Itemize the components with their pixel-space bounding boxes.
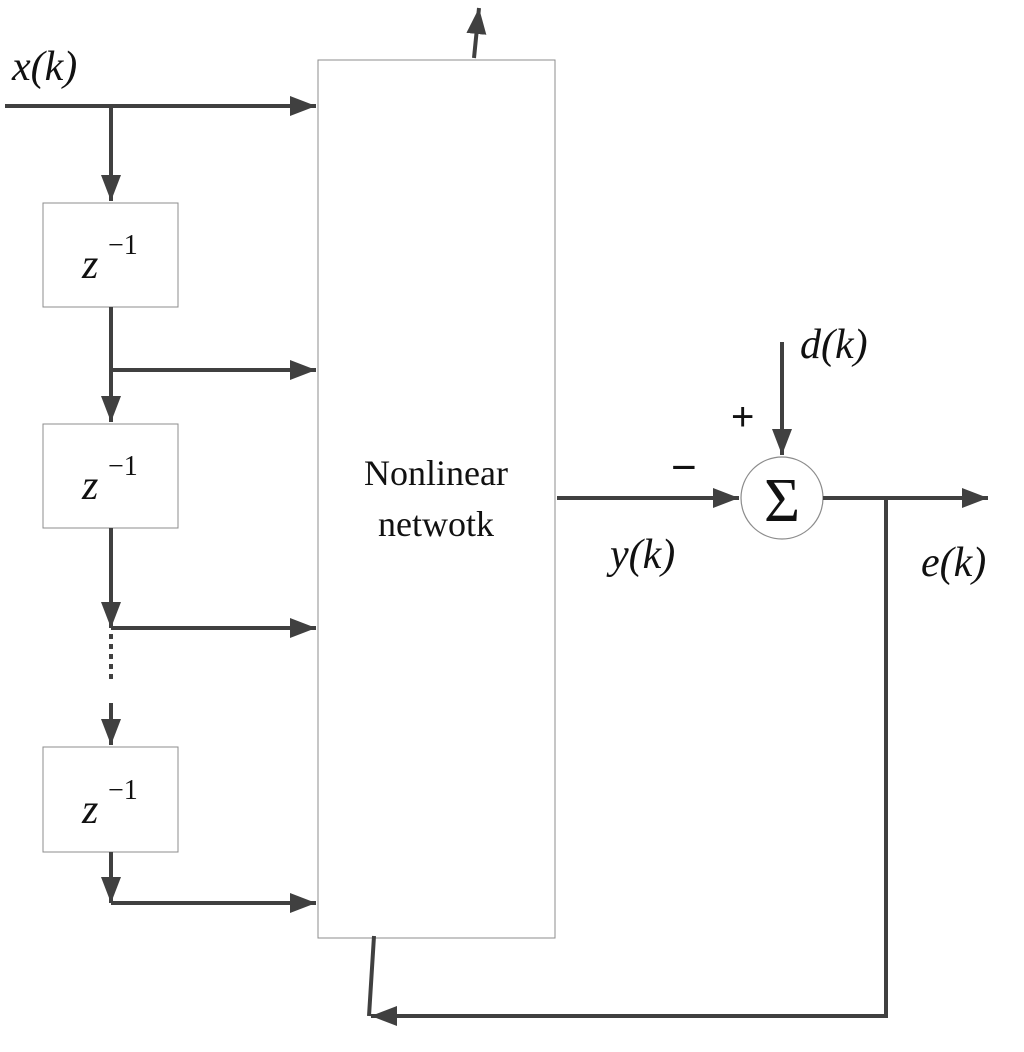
sum-symbol: Σ xyxy=(764,467,800,535)
network-label-line2: netwotk xyxy=(378,504,494,544)
delay-block-1: z −1 xyxy=(42,202,179,308)
delay-exponent: −1 xyxy=(108,451,138,482)
delay-block-3: z −1 xyxy=(42,746,179,853)
error-label: e(k) xyxy=(921,540,986,586)
desired-label: d(k) xyxy=(800,322,868,368)
delay-base: z xyxy=(81,242,98,288)
output-label: y(k) xyxy=(606,532,675,578)
delay-base: z xyxy=(81,787,98,833)
feedback-path xyxy=(371,498,888,1026)
delay-base: z xyxy=(81,463,98,509)
feedback-into-network xyxy=(367,935,376,1017)
network-label-line1: Nonlinear xyxy=(364,453,508,493)
minus-sign: − xyxy=(671,443,697,492)
nonlinear-network-block xyxy=(317,59,556,939)
delay-exponent: −1 xyxy=(108,230,138,261)
delay-block-2: z −1 xyxy=(42,423,179,529)
delay-exponent: −1 xyxy=(108,775,138,806)
network-top-arrow xyxy=(466,7,487,59)
plus-sign: + xyxy=(731,395,754,439)
input-label: x(k) xyxy=(11,44,77,90)
